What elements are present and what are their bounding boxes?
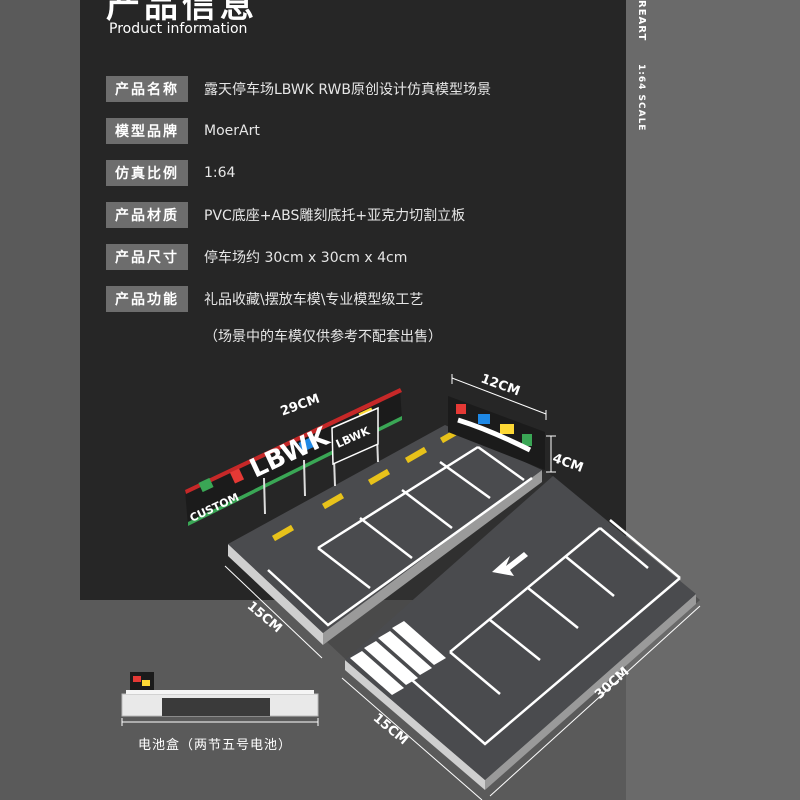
spec-row-function: 产品功能 礼品收藏\摆放车模\专业模型级工艺 — [106, 286, 423, 312]
left-lot-surface — [228, 425, 542, 633]
spec-value: MoerArt — [204, 123, 260, 139]
spec-row-name: 产品名称 露天停车场LBWK RWB原创设计仿真模型场景 — [106, 76, 491, 102]
spec-row-material: 产品材质 PVC底座+ABS雕刻底托+亚克力切割立板 — [106, 202, 465, 228]
right-banner — [448, 396, 545, 470]
direction-arrow — [492, 552, 528, 576]
right-lot-side — [345, 660, 485, 790]
left-lot-side — [228, 544, 323, 645]
spec-label: 产品尺寸 — [106, 244, 188, 270]
scale-vertical: 1:64 SCALE — [636, 64, 646, 132]
spec-label: 产品材质 — [106, 202, 188, 228]
page-title: 产品信息 — [106, 0, 258, 26]
spec-value: PVC底座+ABS雕刻底托+亚克力切割立板 — [204, 208, 466, 224]
brand-vertical: REART — [636, 0, 647, 42]
sign-board: LBWK — [263, 406, 379, 515]
right-lot-surface — [345, 476, 696, 780]
spec-label: 仿真比例 — [106, 160, 188, 186]
spec-value: 停车场约 30cm x 30cm x 4cm — [204, 250, 408, 266]
disclaimer-note: （场景中的车模仅供参考不配套出售） — [204, 329, 442, 345]
spec-value: 1:64 — [204, 165, 236, 181]
spec-label: 产品名称 — [106, 76, 188, 102]
spec-row-brand: 模型品牌 MoerArt — [106, 118, 260, 144]
spec-label: 模型品牌 — [106, 118, 188, 144]
spec-row-size: 产品尺寸 停车场约 30cm x 30cm x 4cm — [106, 244, 407, 270]
zebra-crossing — [350, 621, 446, 695]
spec-row-scale: 仿真比例 1:64 — [106, 160, 235, 186]
side-stripe — [626, 0, 800, 800]
spec-value: 露天停车场LBWK RWB原创设计仿真模型场景 — [204, 82, 491, 98]
spec-value: 礼品收藏\摆放车模\专业模型级工艺 — [204, 292, 424, 308]
battery-box — [121, 672, 319, 726]
battery-label: 电池盒（两节五号电池） — [138, 738, 293, 753]
spec-label: 产品功能 — [106, 286, 188, 312]
page-subtitle: Product information — [109, 21, 248, 37]
